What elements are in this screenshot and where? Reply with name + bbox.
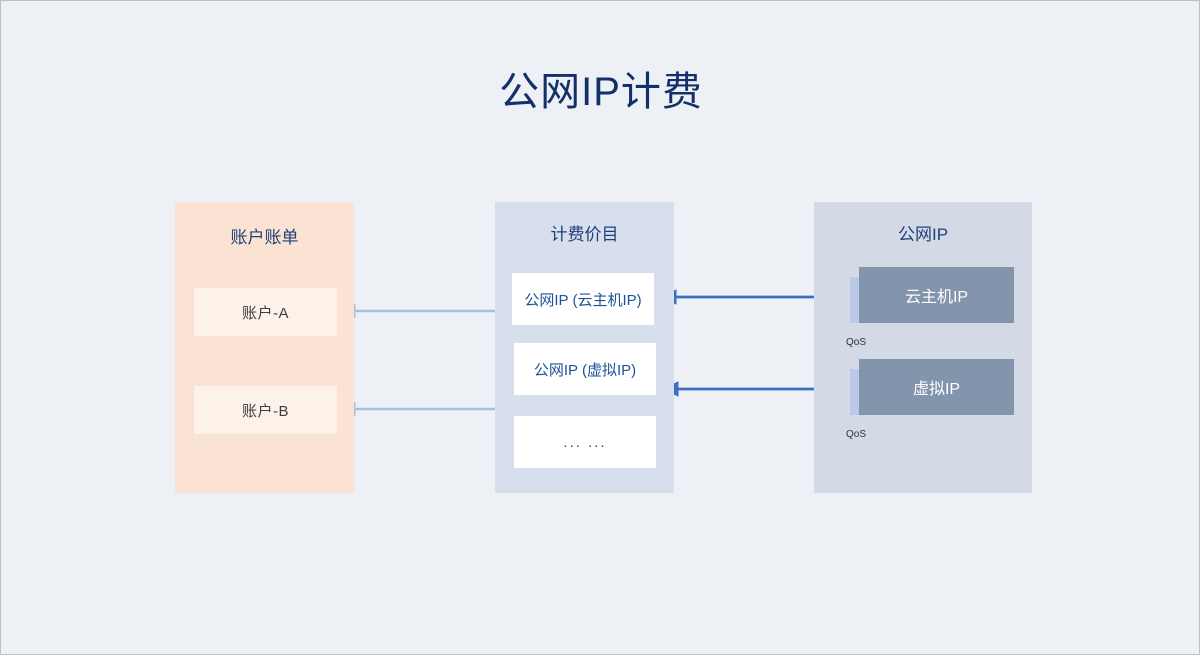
panel-pricing-title: 计费价目 <box>550 225 619 244</box>
pricing-card-virtual-ip[interactable]: 公网IP (虚拟IP) <box>514 343 656 395</box>
panel-billing-title: 账户账单 <box>230 228 299 247</box>
qos-bar-virtual-icon <box>850 369 861 415</box>
qos-bar-cloud-host-icon <box>850 277 861 323</box>
ip-box-virtual-label: 虚拟IP <box>912 381 961 398</box>
account-card-a-label: 账户-A <box>241 304 289 322</box>
ip-box-cloud-host[interactable]: 云主机IP <box>859 267 1014 323</box>
account-card-a[interactable]: 账户-A <box>194 288 337 336</box>
pricing-card-more-label: ... ... <box>563 433 607 451</box>
account-card-b-label: 账户-B <box>241 402 289 420</box>
panel-publicip: 公网IP QoS 云主机IP QoS 虚拟IP <box>814 202 1032 493</box>
panel-pricing: 计费价目 公网IP (云主机IP) 公网IP (虚拟IP) ... ... <box>495 202 674 493</box>
ip-box-virtual[interactable]: 虚拟IP <box>859 359 1014 415</box>
pricing-card-virtual-ip-label: 公网IP (虚拟IP) <box>533 361 637 379</box>
panel-billing: 账户账单 账户-A 账户-B <box>175 202 354 493</box>
qos-label-virtual: QoS <box>846 429 867 440</box>
pricing-card-cloud-host-ip[interactable]: 公网IP (云主机IP) <box>512 273 654 325</box>
panel-publicip-title: 公网IP <box>897 225 949 244</box>
pricing-card-cloud-host-ip-label: 公网IP (云主机IP) <box>524 291 642 309</box>
ip-box-cloud-host-label: 云主机IP <box>904 289 969 306</box>
qos-label-cloud-host: QoS <box>846 337 867 348</box>
page-title: 公网IP计费 <box>499 70 703 114</box>
pricing-card-more[interactable]: ... ... <box>514 416 656 468</box>
account-card-b[interactable]: 账户-B <box>194 386 337 434</box>
